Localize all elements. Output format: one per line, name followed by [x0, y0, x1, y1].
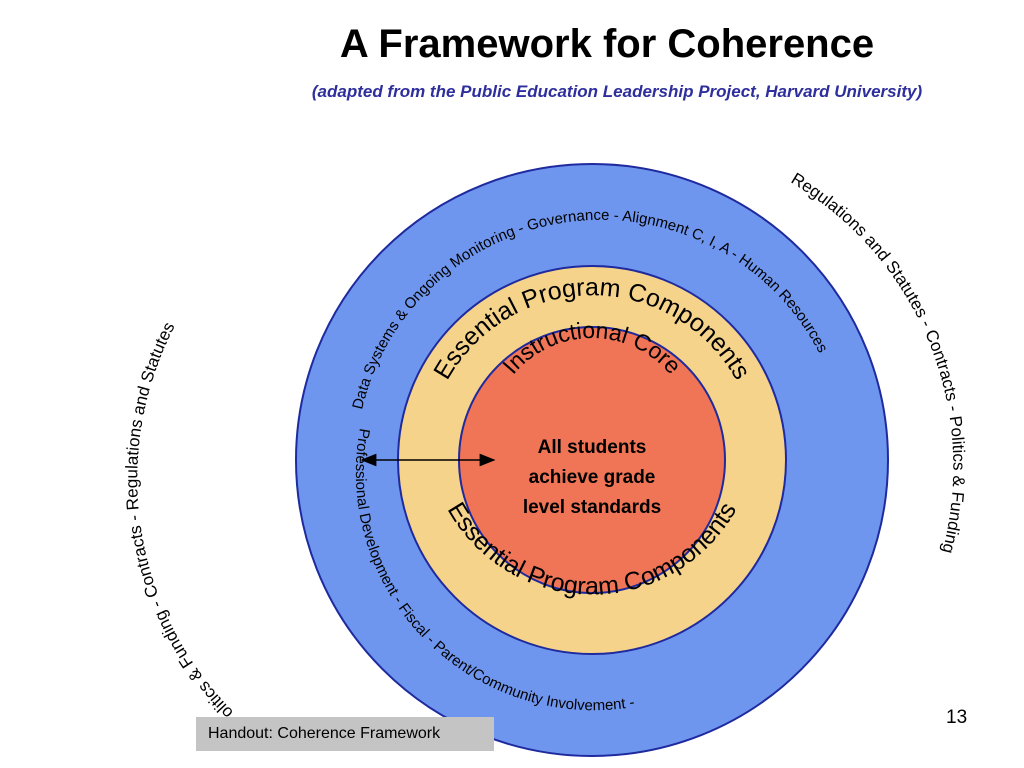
center-text-line-3: level standards: [522, 497, 662, 518]
center-text: All students achieve grade level standar…: [507, 433, 677, 523]
outer-label-left: Politics & Funding - Contracts - Regulat…: [122, 319, 245, 731]
handout-label: Handout: Coherence Framework: [196, 717, 494, 751]
page-subtitle: (adapted from the Public Education Leade…: [311, 82, 923, 101]
center-text-line-2: achieve grade: [528, 467, 656, 488]
center-text-line-1: All students: [537, 437, 647, 458]
page-number: 13: [946, 707, 968, 728]
page-title: A Framework for Coherence: [339, 22, 875, 66]
